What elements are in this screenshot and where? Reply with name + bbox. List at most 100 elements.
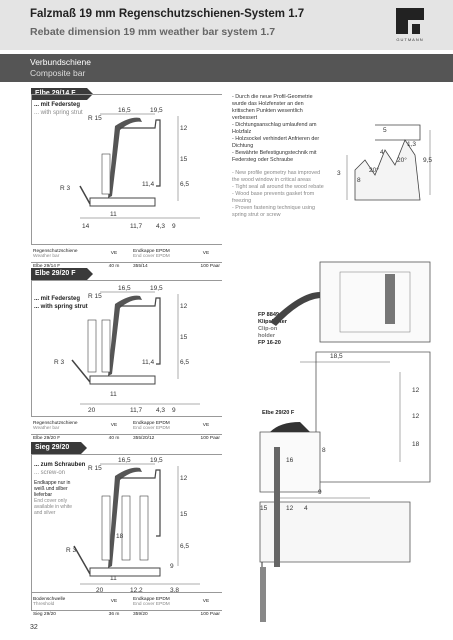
dim-e: 8 xyxy=(357,177,361,184)
dim-g: 20 xyxy=(96,587,104,594)
dim-4: 18 xyxy=(412,441,420,448)
dim-10: 4 xyxy=(304,505,308,512)
dim-9: 12 xyxy=(286,505,294,512)
col-threshold-en: Threshold xyxy=(33,601,55,607)
col-weather-bar-en: Weather bar xyxy=(33,253,60,259)
dim-a: 16,5 xyxy=(118,457,131,464)
bullet-en: - New profile geometry has improved the … xyxy=(232,170,321,183)
feature-de: ... zum Schrauben xyxy=(34,462,86,468)
col-ve-2: VE xyxy=(190,244,222,263)
assembly-drawing: 18,5 12 12 18 16 8 9 15 12 4 xyxy=(259,261,431,622)
col-weather-bar-en: Weather bar xyxy=(33,425,60,431)
product-feature: ... mit Federsteg ... with spring strut xyxy=(34,102,83,117)
dim-g: 20 xyxy=(88,407,96,414)
dim-3: 12 xyxy=(412,413,420,420)
note-de: Endkappe nur in weiß und silber lieferba… xyxy=(34,480,71,498)
col-weather-bar-de: Regenschutzschiene xyxy=(33,420,78,426)
dim-g: 14 xyxy=(82,223,90,230)
detail-drawing: 5 4 1,3 3 8 20° 20° 9,5 xyxy=(337,124,432,201)
dim-a: 5 xyxy=(383,127,387,134)
col-end-cover-en: End cover EPDM xyxy=(133,425,170,431)
feature-list: - Durch die neue Profil-Geometrie wurde … xyxy=(232,94,327,219)
dim-g: 20° xyxy=(397,156,407,164)
col-ve: VE xyxy=(97,244,131,263)
page-header: Falzmaß 19 mm Regenschutzschienen-System… xyxy=(0,0,453,50)
radius-1: R 15 xyxy=(88,115,102,122)
product-tag: Elbe 29/20 F xyxy=(31,268,93,280)
col-ve-2: VE xyxy=(190,592,222,611)
dim-2: 12 xyxy=(412,387,420,394)
feature-de: ... mit Federsteg xyxy=(34,296,81,302)
bullet-de: - Holzsockel verhindert Anfrieren der Di… xyxy=(232,136,320,149)
clip-label-line: holder xyxy=(258,333,276,339)
bullet-en: - Tight seal all around the wood rebate xyxy=(232,184,324,190)
page-number: 32 xyxy=(30,624,38,631)
dim-d: 15 xyxy=(180,334,188,341)
feature-list-en: - New profile geometry has improved the … xyxy=(232,170,327,219)
bullet-en: - Proven fastening technique using sprin… xyxy=(232,205,316,218)
dim-i: 4,3 xyxy=(156,223,165,230)
feature-en: ... with spring strut xyxy=(34,109,83,116)
dim-e: 6,5 xyxy=(180,181,189,188)
bullet-de: - Dichtungsanschlag umlaufend am Holzfal… xyxy=(232,122,317,135)
cell-article: Sieg 29/20 xyxy=(31,610,97,618)
radius-2: R 3 xyxy=(60,185,71,192)
col-end-cover-de: Endkappe EPDM xyxy=(133,420,170,426)
cell-ve: 40 m xyxy=(97,262,131,270)
col-end-cover-en: End cover EPDM xyxy=(133,601,170,607)
feature-list-de: - Durch die neue Profil-Geometrie wurde … xyxy=(232,94,327,164)
dim-e: 6,5 xyxy=(180,543,189,550)
product-panel xyxy=(31,280,222,416)
dim-i: 3,8 xyxy=(170,587,179,594)
dim-a: 16,5 xyxy=(118,107,131,114)
product-panel xyxy=(31,94,222,244)
dim-8: 15 xyxy=(260,505,268,512)
dim-a: 16,5 xyxy=(118,285,131,292)
note-en: End cover only available in white and si… xyxy=(34,498,73,516)
cell-ve: 40 m xyxy=(97,434,131,442)
cell-ve-2: 100 Paar xyxy=(190,610,222,618)
dim-e: 6,5 xyxy=(180,359,189,366)
radius-1: R 15 xyxy=(88,465,102,472)
cell-article: Elbe 29/20 F xyxy=(31,434,97,442)
page-subtitle: Rebate dimension 19 mm weather bar syste… xyxy=(30,26,276,38)
product-panel xyxy=(31,454,222,610)
dim-6: 8 xyxy=(322,447,326,454)
clip-label-line: FP 8849 xyxy=(258,312,280,318)
logo-text: GUTMANN xyxy=(396,37,424,42)
product-tag: Sieg 29/20 xyxy=(31,442,87,454)
product-note: Endkappe nur in weiß und silber lieferba… xyxy=(34,480,74,516)
page-title: Falzmaß 19 mm Regenschutzschienen-System… xyxy=(30,8,305,20)
clip-label-line: Clip-on xyxy=(258,326,278,332)
col-end-cover-en: End cover EPDM xyxy=(133,253,170,259)
col-weather-bar-de: Regenschutzschiene xyxy=(33,248,78,254)
feature-en: ... with spring strut xyxy=(34,303,88,310)
cell-end-cover: 359/20 xyxy=(131,610,190,618)
radius-2: R 3 xyxy=(66,547,77,554)
dim-f: 11 xyxy=(110,575,117,582)
section-band: Verbundschiene Composite bar xyxy=(0,54,453,82)
dim-d: 3 xyxy=(337,170,341,177)
dim-h: 9,5 xyxy=(423,157,432,164)
cell-article: Elbe 29/14 F xyxy=(31,262,97,270)
bullet-en: - Wood base prevents gasket from freezin… xyxy=(232,191,315,204)
cell-end-cover: 355/20/12 xyxy=(131,434,190,442)
dim-j: 9 xyxy=(172,223,176,230)
dim-b: 19,5 xyxy=(150,107,163,114)
profile-drawing: 16,5 19,5 12 15 6,5 11 14 11,7 4,3 9 11,… xyxy=(60,107,200,230)
assembly-label: Elbe 29/20 F xyxy=(262,410,295,416)
col-ve: VE xyxy=(97,592,131,611)
dim-b: 19,5 xyxy=(150,457,163,464)
dim-f: 11 xyxy=(110,211,117,218)
dim-b: 4 xyxy=(380,149,384,156)
dim-h: 11,7 xyxy=(130,223,143,230)
dim-b: 19,5 xyxy=(150,285,163,292)
dim-h: 11,7 xyxy=(130,407,143,414)
product-feature: ... mit Federsteg ... with spring strut xyxy=(34,296,88,311)
bullet-de: - Durch die neue Profil-Geometrie wurde … xyxy=(232,94,313,121)
cell-ve-2: 100 Paar xyxy=(190,434,222,442)
dim-d: 15 xyxy=(180,156,188,163)
dim-k: 11,4 xyxy=(142,359,155,366)
